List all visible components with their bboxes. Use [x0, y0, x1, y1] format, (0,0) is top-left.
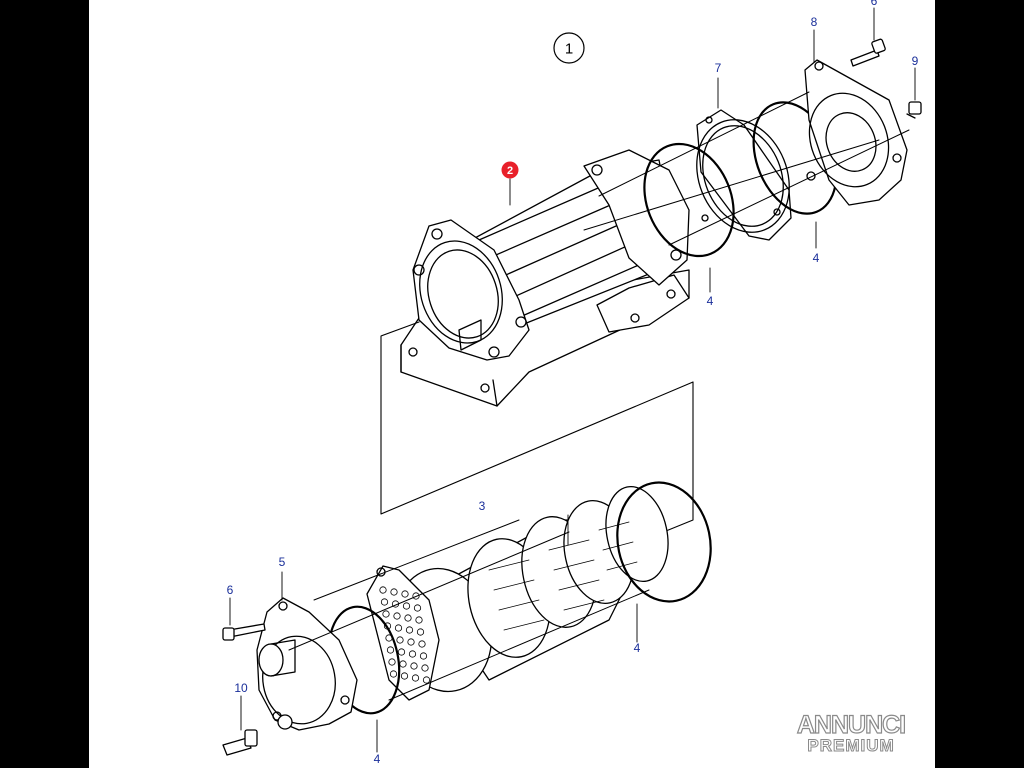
callout-6[interactable]: 6	[871, 0, 878, 8]
callout-7[interactable]: 7	[715, 61, 722, 75]
plate-hole	[400, 672, 409, 680]
plate-hole	[416, 628, 425, 636]
callout-8[interactable]: 8	[811, 15, 818, 29]
callout-3[interactable]: 3	[479, 499, 486, 513]
plate-hole	[393, 612, 401, 620]
watermark-line-2: PREMIUM	[807, 736, 895, 756]
plate-hole	[380, 598, 389, 606]
plate-hole	[404, 614, 412, 622]
plate-hole	[422, 676, 431, 684]
bolt-upper	[850, 38, 886, 67]
plate-hole	[419, 652, 428, 660]
callout-5[interactable]: 5	[279, 555, 286, 569]
plate-hole	[379, 586, 387, 594]
exploded-parts-diagram: 1 2 3 4 4 4 4 5 6 6 7 8 9 10 ANNUNCI PRE…	[89, 0, 935, 768]
plate-hole	[413, 604, 422, 612]
plate-hole	[382, 610, 390, 618]
plate-hole	[415, 616, 423, 624]
tube-plate	[366, 565, 440, 701]
plate-hole	[408, 650, 417, 658]
callout-4[interactable]: 4	[374, 752, 381, 766]
highlight-marker[interactable]	[501, 161, 519, 179]
callout-9[interactable]: 9	[912, 54, 919, 68]
plate-hole	[390, 588, 398, 596]
watermark-line-1: ANNUNCI	[796, 711, 906, 739]
plate-hole	[402, 602, 411, 610]
plate-hole	[388, 658, 396, 666]
plate-hole	[418, 640, 426, 648]
watermark-logo: ANNUNCI PREMIUM	[786, 711, 916, 758]
plate-hole	[394, 624, 403, 632]
fitting-10	[222, 729, 258, 756]
callout-4[interactable]: 4	[707, 294, 714, 308]
highlight-marker-number[interactable]: 2	[507, 165, 513, 177]
gasket-7	[696, 109, 792, 241]
plug-9	[906, 101, 922, 119]
group-frame	[380, 321, 694, 547]
plate-hole	[396, 636, 404, 644]
callout-4[interactable]: 4	[634, 641, 641, 655]
plate-hole	[411, 674, 420, 682]
callout-6[interactable]: 6	[227, 583, 234, 597]
plate-hole	[386, 646, 395, 654]
plate-hole	[421, 664, 429, 672]
group-ref-number: 1	[565, 41, 573, 58]
end-cover-lower	[256, 597, 358, 731]
plate-hole	[407, 638, 415, 646]
plate-hole	[389, 670, 398, 678]
callout-10[interactable]: 10	[234, 681, 248, 695]
o-ring-upper-1	[643, 142, 735, 258]
plate-hole	[401, 590, 409, 598]
callout-4[interactable]: 4	[813, 251, 820, 265]
plate-hole	[405, 626, 414, 634]
plate-hole	[410, 662, 418, 670]
plate-hole	[397, 648, 406, 656]
parts-drawing: 1 2 3 4 4 4 4 5 6 6 7 8 9 10	[222, 0, 922, 766]
group-ref-circle	[553, 32, 585, 64]
end-cover-upper	[804, 59, 908, 206]
plate-hole	[412, 592, 420, 600]
cooler-housing	[400, 149, 690, 407]
o-ring-lower-1	[616, 481, 712, 603]
bolt-lower	[222, 623, 266, 641]
